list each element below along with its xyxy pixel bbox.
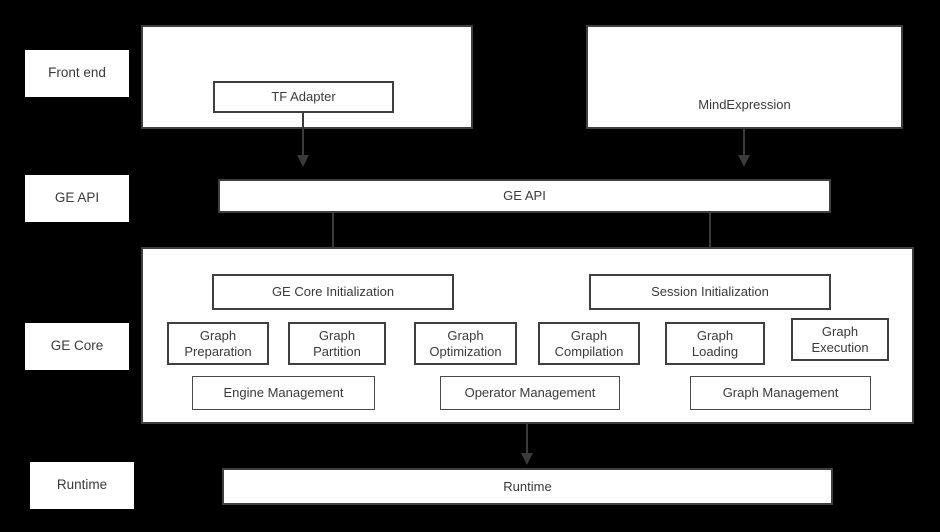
lane-label-ge-api-text: GE API [54, 190, 100, 206]
graph-compilation-node[interactable]: Graph Compilation [538, 322, 640, 365]
runtime-bar-label: Runtime [503, 478, 552, 494]
session-initialization-node[interactable]: Session Initialization [589, 274, 831, 310]
engine-management-label: Engine Management [223, 385, 344, 401]
graph-loading-label: Graph Loading [691, 327, 739, 359]
lane-label-front-end: Front end [25, 50, 129, 97]
lane-label-runtime: Runtime [30, 462, 134, 509]
connector-mindexpression-to-ge-api [743, 129, 745, 158]
tf-adapter-node[interactable]: TF Adapter [213, 81, 394, 113]
tf-adapter-label: TF Adapter [271, 89, 336, 105]
ge-api-bar-label: GE API [503, 188, 546, 204]
graph-optimization-node[interactable]: Graph Optimization [414, 322, 517, 365]
graph-preparation-label: Graph Preparation [184, 327, 252, 359]
lane-label-runtime-text: Runtime [56, 477, 108, 493]
arrowhead-ge-core-to-runtime [521, 453, 533, 465]
graph-partition-node[interactable]: Graph Partition [288, 322, 386, 365]
graph-execution-label: Graph Execution [811, 323, 869, 355]
graph-optimization-label: Graph Optimization [429, 327, 502, 359]
ge-core-initialization-node[interactable]: GE Core Initialization [212, 274, 454, 310]
graph-compilation-label: Graph Compilation [554, 327, 624, 359]
lane-label-front-end-text: Front end [48, 65, 106, 81]
graph-execution-node[interactable]: Graph Execution [791, 318, 889, 361]
arrowhead-tf-adapter-to-ge-api [297, 155, 309, 167]
session-initialization-label: Session Initialization [651, 284, 769, 300]
graph-preparation-node[interactable]: Graph Preparation [167, 322, 269, 365]
connector-ge-api-to-session-init [709, 213, 711, 258]
operator-management-node[interactable]: Operator Management [440, 376, 620, 410]
ge-core-initialization-label: GE Core Initialization [271, 284, 395, 300]
graph-loading-node[interactable]: Graph Loading [665, 322, 765, 365]
runtime-bar[interactable]: Runtime [222, 468, 833, 505]
connector-tf-adapter-to-ge-api [302, 113, 304, 158]
lane-label-ge-core-text: GE Core [50, 338, 104, 354]
tensorflow-container[interactable]: Tensorflow [141, 25, 473, 129]
connector-ge-api-to-ge-core-init [332, 213, 334, 258]
arrowhead-mindexpression-to-ge-api [738, 155, 750, 167]
graph-management-node[interactable]: Graph Management [690, 376, 871, 410]
engine-management-node[interactable]: Engine Management [192, 376, 375, 410]
mindexpression-container[interactable]: MindExpression [586, 25, 903, 129]
mindexpression-label: MindExpression [698, 97, 791, 112]
graph-partition-label: Graph Partition [313, 327, 361, 359]
connector-ge-core-to-runtime [526, 424, 528, 456]
lane-label-ge-api: GE API [25, 175, 129, 222]
operator-management-label: Operator Management [464, 385, 596, 401]
lane-label-ge-core: GE Core [25, 323, 129, 370]
ge-api-bar[interactable]: GE API [218, 179, 831, 213]
graph-management-label: Graph Management [722, 385, 839, 401]
